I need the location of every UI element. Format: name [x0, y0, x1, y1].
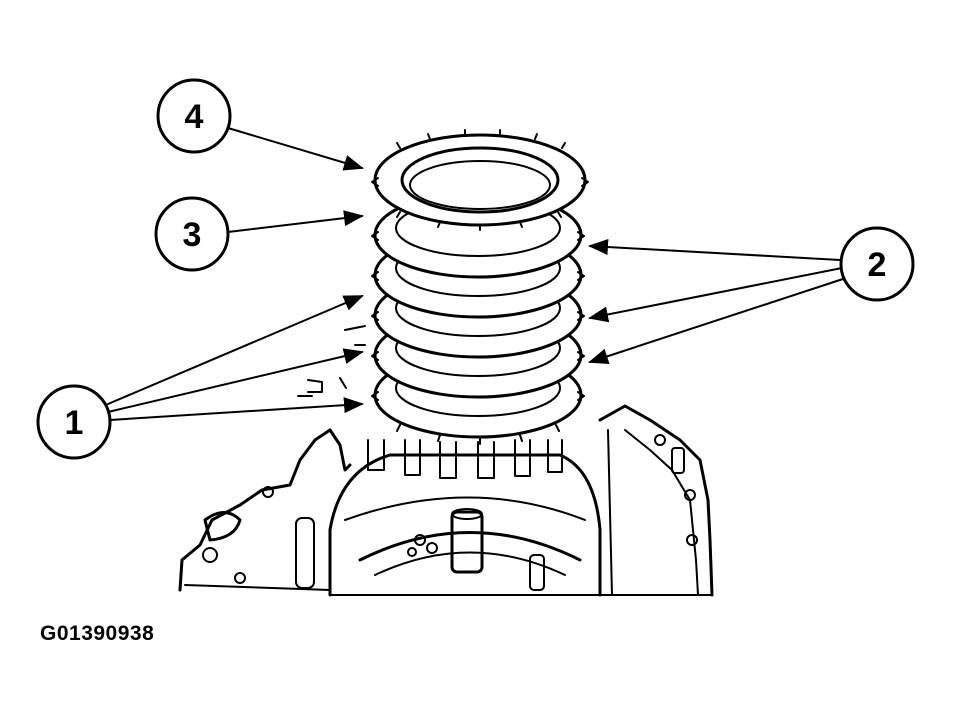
- callout-1-label: 1: [65, 404, 84, 442]
- figure-id: G01390938: [40, 622, 155, 645]
- callout-3: 3: [154, 196, 230, 272]
- clutch-plate-top: [371, 129, 589, 231]
- callout-4: 4: [156, 78, 232, 154]
- callout-2-label: 2: [868, 246, 887, 284]
- callout-1: 1: [36, 384, 112, 460]
- transmission-case: [178, 404, 714, 597]
- leader-lines: [107, 127, 847, 421]
- callout-2: 2: [839, 226, 915, 302]
- callout-4-label: 4: [185, 98, 204, 136]
- callout-3-label: 3: [183, 216, 202, 254]
- clutch-plate-stack: [297, 129, 589, 445]
